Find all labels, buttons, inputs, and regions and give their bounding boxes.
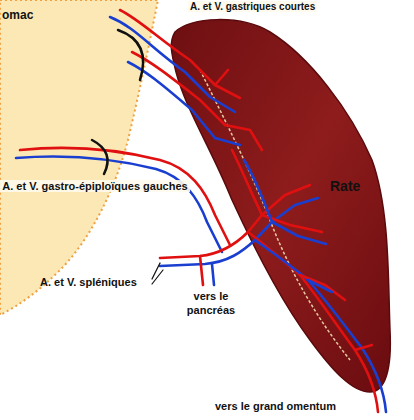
vessel-label-box: A. et V. gastriques courtes (188, 1, 317, 14)
vein (16, 157, 222, 252)
vessel-label: A. et V. spléniques (40, 276, 137, 288)
organ-label-box: Rate (330, 178, 360, 196)
vein (215, 138, 240, 145)
bracket (92, 140, 108, 174)
vein (244, 160, 272, 222)
artery (200, 256, 203, 285)
artery (300, 275, 345, 300)
hilum-line (200, 70, 350, 360)
vein (160, 198, 318, 266)
artery (225, 125, 262, 150)
artery (132, 52, 225, 125)
organ-label-box: omac (2, 8, 33, 23)
artery (248, 232, 378, 412)
vein (110, 17, 235, 112)
vessel-label: A. et V. gastro-épiploïques gauches (0, 180, 189, 192)
leader-line (152, 270, 163, 284)
direction-label-box: vers le pancréas (180, 290, 242, 318)
vessel-label: A. et V. gastriques courtes (188, 1, 317, 12)
art-part (92, 30, 163, 284)
artery (355, 345, 372, 350)
organ-label: Rate (330, 178, 360, 194)
direction-label-box: vers le grand omentum (215, 400, 336, 414)
artery (160, 185, 310, 258)
vein (272, 222, 326, 244)
vein (212, 264, 214, 285)
organ-label: omac (2, 8, 33, 22)
art-part (16, 10, 386, 412)
leader-line (152, 263, 160, 279)
direction-label: vers le pancréas (187, 290, 235, 316)
bracket (118, 30, 143, 80)
vessel-label-box: A. et V. spléniques (40, 276, 137, 290)
direction-label: vers le grand omentum (215, 400, 336, 412)
vein (308, 280, 332, 292)
vessel-label-box: A. et V. gastro-épiploïques gauches (0, 180, 190, 194)
vein (255, 240, 386, 412)
artery (215, 70, 228, 85)
artery (232, 150, 262, 215)
